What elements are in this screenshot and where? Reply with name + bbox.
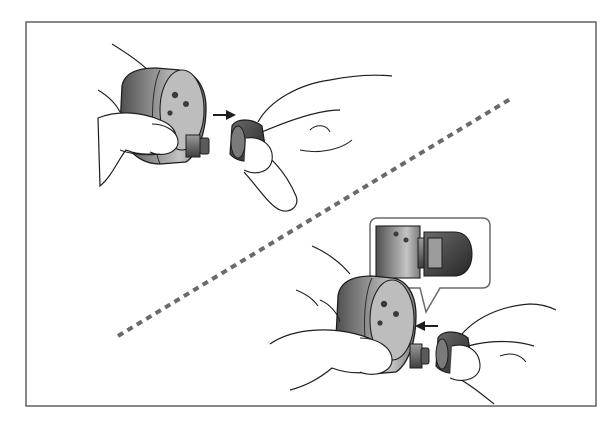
earphone-nozzle [186,135,209,157]
earphone-nozzle-2 [410,344,429,368]
